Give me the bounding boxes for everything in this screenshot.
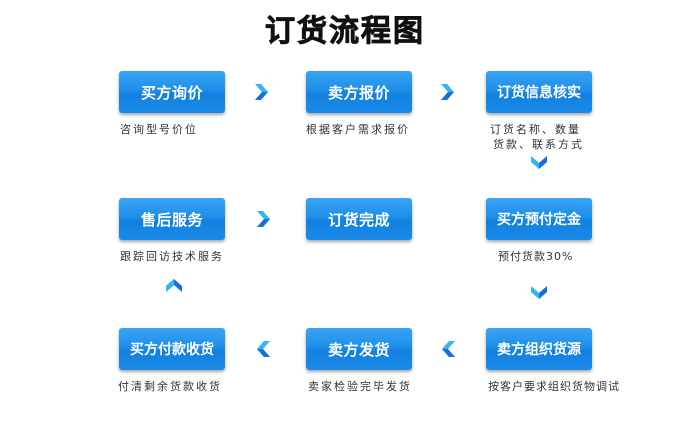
step-buyer-inquiry: 买方询价: [119, 71, 225, 113]
step-buyer-deposit-desc: 预付货款30%: [498, 250, 574, 263]
arrow-right-icon: [254, 210, 272, 228]
arrow-down-icon: [530, 283, 548, 301]
step-seller-quote-desc: 根据客户需求报价: [306, 123, 410, 136]
arrow-left-icon: [255, 340, 273, 358]
step-seller-ship: 卖方发货: [306, 328, 412, 370]
step-order-verify: 订货信息核实: [486, 71, 592, 113]
step-buyer-inquiry-desc: 咨询型号价位: [120, 123, 198, 136]
step-order-verify-desc-1: 订货名称、数量: [490, 123, 581, 136]
step-seller-quote: 卖方报价: [306, 71, 412, 113]
step-seller-source-goods-desc: 按客户要求组织货物调试: [488, 380, 620, 393]
step-buyer-pay-receive: 买方付款收货: [119, 328, 225, 370]
step-seller-ship-desc: 卖家检验完毕发货: [308, 380, 412, 393]
arrow-down-icon: [530, 153, 548, 171]
page-title: 订货流程图: [265, 14, 425, 50]
arrow-left-icon: [440, 340, 458, 358]
step-seller-source-goods: 卖方组织货源: [486, 328, 592, 370]
arrow-right-icon: [438, 83, 456, 101]
step-order-complete: 订货完成: [306, 198, 412, 240]
arrow-up-icon: [165, 277, 183, 295]
step-buyer-deposit: 买方预付定金: [486, 198, 592, 240]
step-after-sales-desc: 跟踪回访技术服务: [120, 250, 224, 263]
step-after-sales: 售后服务: [119, 198, 225, 240]
step-order-verify-desc-2: 货款、联系方式: [493, 138, 584, 151]
arrow-right-icon: [252, 83, 270, 101]
step-buyer-pay-receive-desc: 付清剩余货款收货: [118, 380, 222, 393]
